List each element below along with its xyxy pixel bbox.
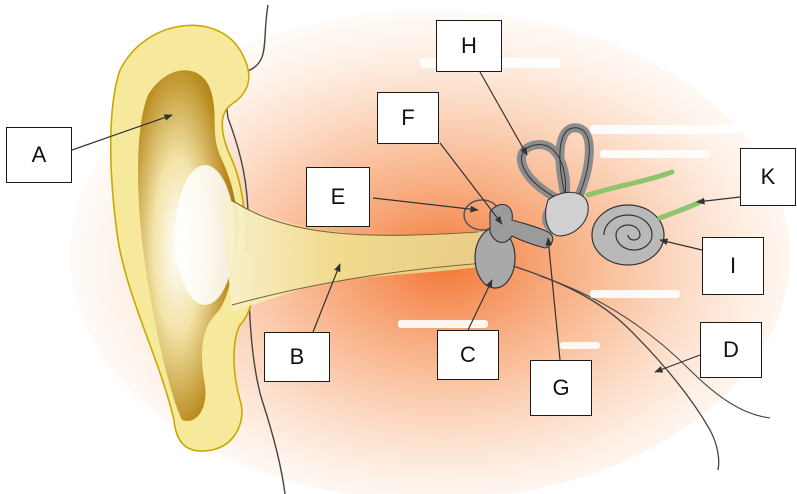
label-b: B	[264, 332, 330, 382]
label-a: A	[6, 127, 72, 183]
label-f: F	[377, 92, 439, 144]
label-d: D	[700, 322, 762, 378]
cochlea	[592, 205, 664, 265]
label-g: G	[530, 360, 592, 416]
label-c: C	[437, 330, 499, 380]
label-i: I	[702, 237, 764, 295]
label-k: K	[740, 148, 796, 206]
label-h: H	[436, 20, 502, 72]
label-e: E	[306, 167, 370, 227]
